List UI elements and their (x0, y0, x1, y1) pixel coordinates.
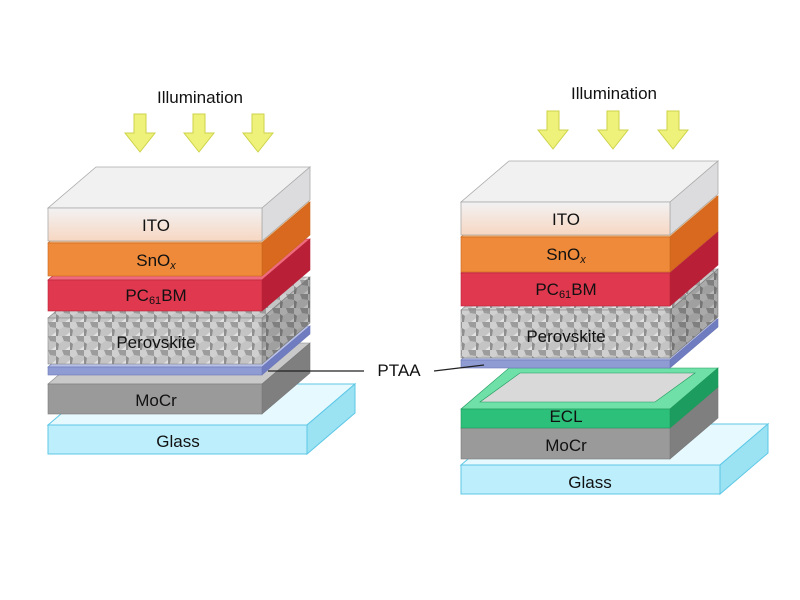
left-snox-label: SnOx (136, 251, 176, 272)
right-mocr-label: MoCr (545, 436, 587, 455)
left-arrow-1 (123, 113, 157, 153)
left-snox-base: SnO (136, 251, 171, 270)
ptaa-label: PTAA (377, 361, 421, 380)
right-snox-subscript: x (580, 254, 586, 266)
ptaa-leader-right (433, 364, 485, 372)
right-ecl-layer (460, 367, 719, 429)
right-ito-label: ITO (551, 210, 581, 229)
left-illumination-label: Illumination (157, 88, 243, 107)
left-pcbm-label: PC61BM (125, 286, 187, 307)
left-arrow-3 (241, 113, 275, 153)
right-snox-base: SnO (546, 245, 581, 264)
left-pcbm-subscript: 61 (148, 295, 162, 307)
right-perovskite-label: Perovskite (526, 327, 606, 346)
left-illumination-arrows (123, 113, 275, 153)
right-glass-label: Glass (568, 473, 612, 492)
right-ecl-label: ECL (549, 407, 583, 426)
left-stack (46, 113, 357, 456)
right-illumination-arrows (536, 110, 690, 150)
right-arrow-2 (596, 110, 630, 150)
left-pcbm-suffix: BM (161, 286, 187, 305)
left-glass-label: Glass (156, 432, 200, 451)
left-ito-label: ITO (141, 216, 171, 235)
right-pcbm-suffix: BM (571, 280, 597, 299)
right-arrow-1 (536, 110, 570, 150)
left-arrow-2 (182, 113, 216, 153)
left-perovskite-label: Perovskite (116, 333, 196, 352)
right-arrow-3 (656, 110, 690, 150)
left-ito-layer (46, 166, 312, 242)
right-stack (459, 110, 770, 496)
right-ito-layer (459, 160, 720, 236)
right-pcbm-subscript: 61 (558, 289, 572, 301)
right-illumination-label: Illumination (571, 84, 657, 103)
left-pcbm-prefix: PC (125, 286, 149, 305)
left-snox-subscript: x (170, 260, 176, 272)
right-snox-label: SnOx (546, 245, 586, 266)
right-pcbm-label: PC61BM (535, 280, 597, 301)
left-mocr-label: MoCr (135, 391, 177, 410)
right-pcbm-prefix: PC (535, 280, 559, 299)
